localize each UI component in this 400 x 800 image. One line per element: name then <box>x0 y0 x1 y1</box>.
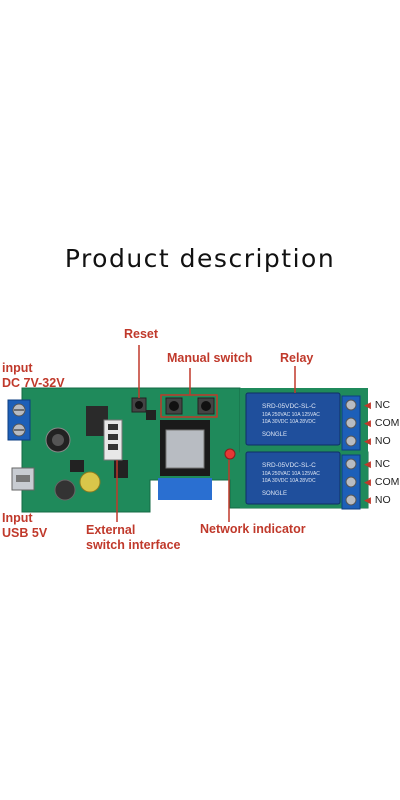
label-external-line2: switch interface <box>86 538 181 552</box>
label-network-indicator: Network indicator <box>200 522 306 536</box>
capacitor <box>79 471 101 493</box>
relay-2-brand: SONGLE <box>262 491 287 497</box>
label-input-dc-line2: DC 7V-32V <box>2 376 65 390</box>
terminal-label-5: ◀COM <box>364 476 400 488</box>
terminal-label-4: ◀NC <box>364 458 391 470</box>
relay-2-model: SRD-05VDC-SL-C <box>262 462 316 469</box>
label-manual-switch: Manual switch <box>167 351 253 365</box>
terminal-label-1: ◀NC <box>364 399 391 411</box>
relay-1-model: SRD-05VDC-SL-C <box>262 403 316 410</box>
relay-2-rating-b: 10A 30VDC 10A 28VDC <box>262 478 316 484</box>
relay-1-brand: SONGLE <box>262 432 287 438</box>
network-indicator-led <box>224 448 236 460</box>
relay-2-rating-a: 10A 250VAC 10A 125VAC <box>262 471 320 477</box>
chip <box>86 406 108 436</box>
relay-1-rating-a: 10A 250VAC 10A 125VAC <box>262 412 320 418</box>
relay-1-rating-b: 10A 30VDC 10A 28VDC <box>262 419 316 425</box>
label-input-dc-line1: input <box>2 361 33 375</box>
antenna <box>158 478 212 500</box>
label-relay: Relay <box>280 351 314 365</box>
chip <box>114 460 128 478</box>
relay-2 <box>245 451 341 505</box>
page-title: Product description <box>64 244 336 273</box>
relay-1 <box>245 392 341 446</box>
label-external-line1: External <box>86 523 136 537</box>
terminal-label-6: ◀NO <box>364 494 391 506</box>
label-reset: Reset <box>124 327 159 341</box>
chip <box>146 410 156 420</box>
label-input-usb-line2: USB 5V <box>2 526 48 540</box>
label-input-usb-line1: Input <box>2 511 33 525</box>
inductor <box>54 479 76 501</box>
chip <box>70 460 84 472</box>
terminal-label-3: ◀NO <box>364 435 391 447</box>
terminal-label-2: ◀COM <box>364 417 400 429</box>
